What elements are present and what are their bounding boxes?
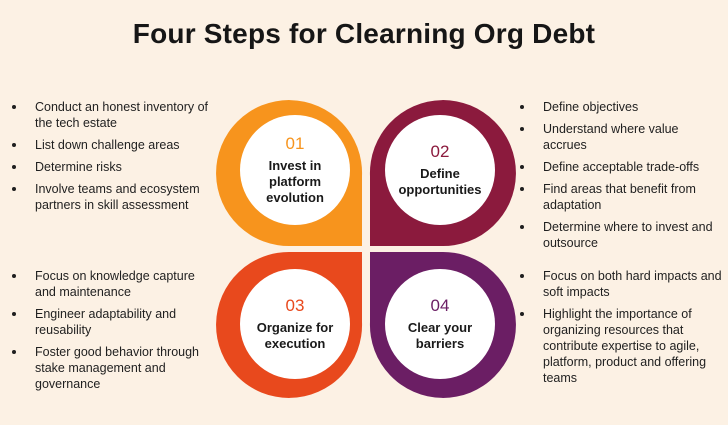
step-label: Organize for execution	[256, 320, 334, 351]
list-item: Foster good behavior through stake manag…	[9, 344, 214, 392]
bullet-list-step-3: Focus on knowledge capture and maintenan…	[9, 268, 214, 398]
step-3-circle: 03 Organize for execution	[240, 269, 350, 379]
step-1-circle: 01 Invest in platform evolution	[240, 115, 350, 225]
step-number: 01	[285, 134, 305, 153]
step-2-circle: 02 Define opportunities	[385, 115, 495, 225]
list-item: Find areas that benefit from adaptation	[517, 181, 722, 213]
list-item: Focus on knowledge capture and maintenan…	[9, 268, 214, 300]
list-item: Highlight the importance of organizing r…	[517, 306, 722, 386]
list-item: Focus on both hard impacts and soft impa…	[517, 268, 722, 300]
list-item: Define objectives	[517, 99, 722, 115]
bullet-list-step-1: Conduct an honest inventory of the tech …	[9, 99, 209, 219]
list-item: List down challenge areas	[9, 137, 209, 153]
step-label: Clear your barriers	[407, 320, 473, 351]
step-number: 04	[430, 296, 450, 315]
list-item: Engineer adaptability and reusability	[9, 306, 214, 338]
step-4-circle: 04 Clear your barriers	[385, 269, 495, 379]
step-number: 03	[285, 296, 305, 315]
list-item: Understand where value accrues	[517, 121, 722, 153]
list-item: Involve teams and ecosystem partners in …	[9, 181, 209, 213]
list-item: Conduct an honest inventory of the tech …	[9, 99, 209, 131]
list-item: Determine risks	[9, 159, 209, 175]
page-title: Four Steps for Clearning Org Debt	[132, 18, 596, 49]
step-label: Invest in platform evolution	[266, 158, 324, 205]
bullet-list-step-2: Define objectives Understand where value…	[517, 99, 722, 257]
step-number: 02	[430, 142, 450, 161]
bullet-list-step-4: Focus on both hard impacts and soft impa…	[517, 268, 722, 392]
list-item: Define acceptable trade-offs	[517, 159, 722, 175]
list-item: Determine where to invest and outsource	[517, 219, 722, 251]
step-label: Define opportunities	[398, 166, 482, 197]
